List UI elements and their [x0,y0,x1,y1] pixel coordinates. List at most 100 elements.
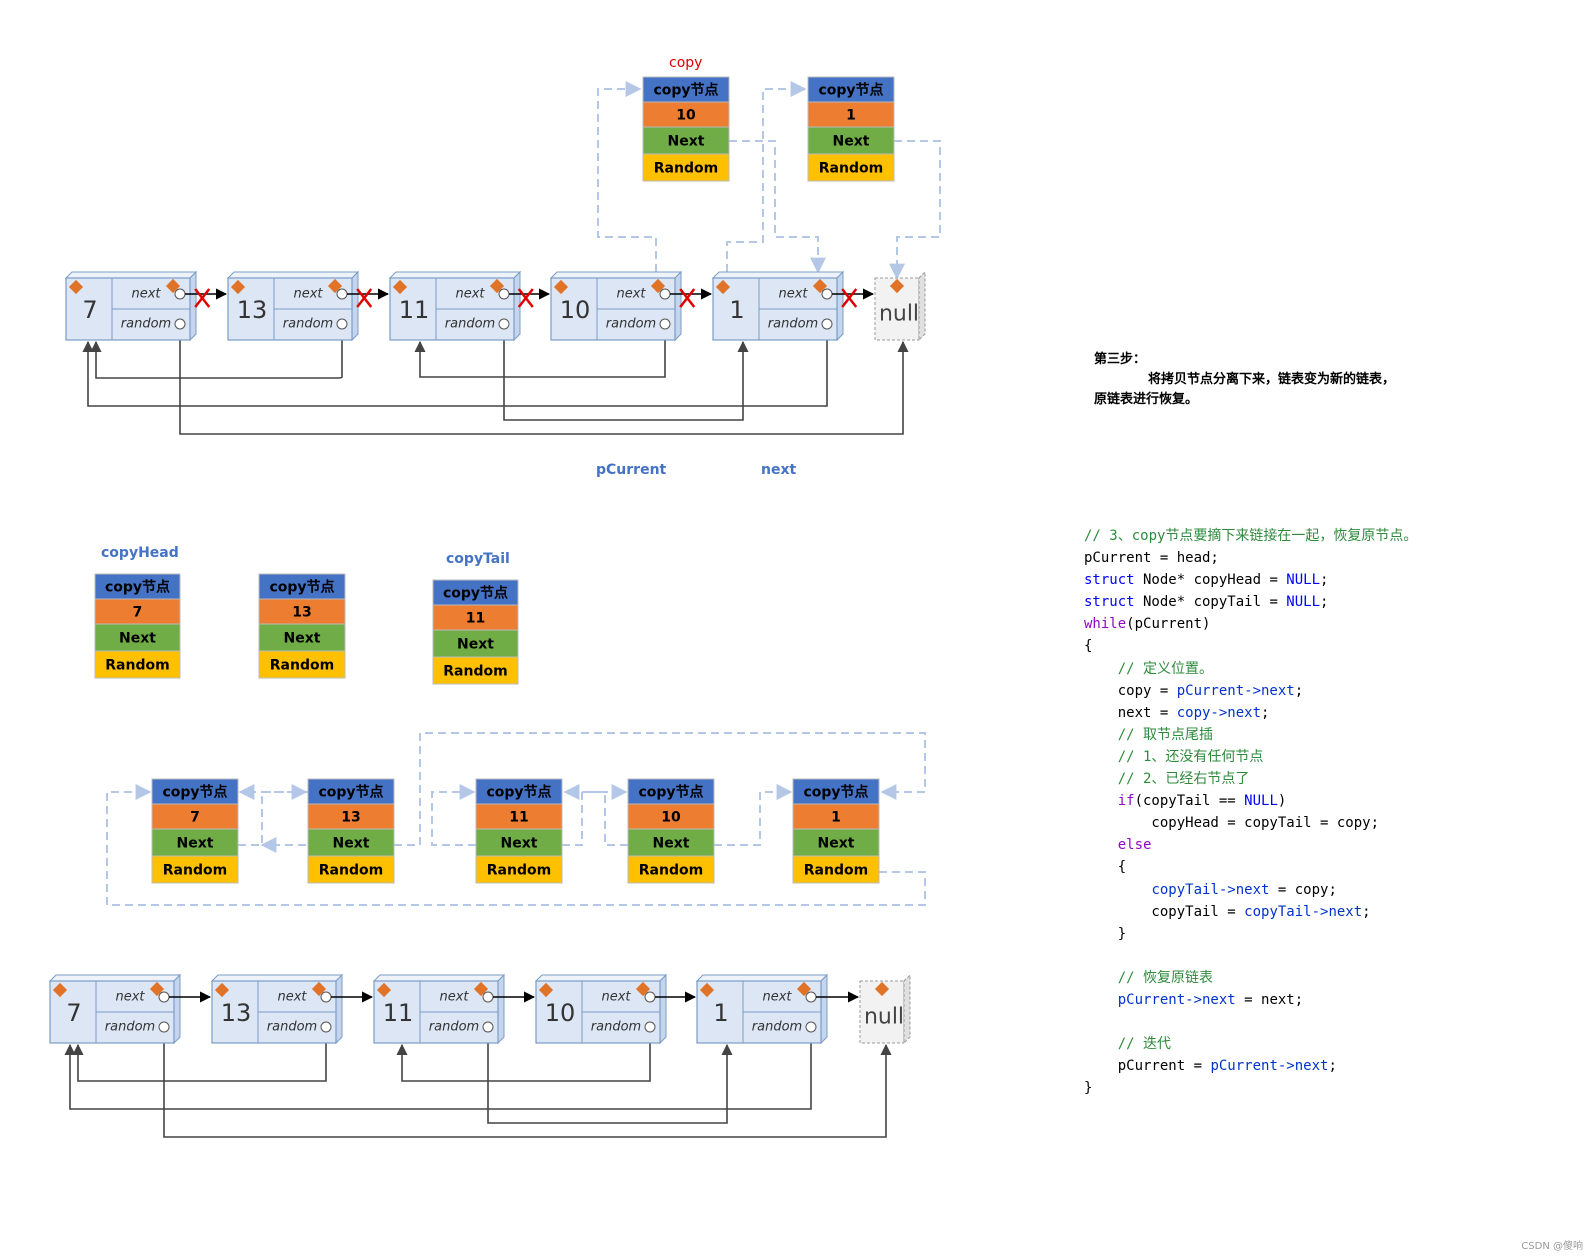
code-line: } [1084,1077,1417,1099]
card-header: copy节点 [269,579,334,596]
code-token: = next; [1235,991,1304,1008]
card-value: 7 [190,810,200,826]
random-pointer-port [644,1021,656,1033]
code-token [1084,882,1151,898]
card-next: Next [284,631,321,647]
diamond-icon [699,982,715,998]
card-value: 10 [661,810,681,826]
card-header-bg [151,778,239,805]
dashed-link [729,140,826,274]
random-arrow [90,329,343,379]
cut-stroke [679,288,696,308]
code-token: Node* copyHead = [1134,572,1287,589]
diamond-icon [214,982,230,998]
random-arrow [503,329,749,421]
card-random: Random [319,863,383,879]
diamond-icon [68,279,84,295]
random-arrow [163,1032,892,1138]
code-token: // 3、copy节点要摘下来链接在一起，恢复原节点。 [1084,528,1418,544]
random-pointer-port [174,318,186,330]
diamond-icon [812,278,828,294]
code-token: copy->next [1176,704,1262,721]
dashed-link [563,784,628,846]
card-header: copy节点 [803,784,868,801]
code-token: pCurrent->next [1117,991,1236,1008]
card-next-bg [475,828,563,857]
card-next-bg [627,828,715,857]
code-token: next = [1084,704,1177,721]
node-random-label: random [445,317,495,332]
diamond-icon [52,982,68,998]
null-text: null [879,302,919,327]
card-random: Random [654,161,718,177]
code-line: // 1、还没有任何节点 [1084,746,1417,768]
card-next: Next [818,836,855,852]
code-line: pCurrent->next = next; [1084,989,1417,1011]
card-header-bg [475,778,563,805]
code-token: (copyTail == [1134,793,1245,810]
code-token: { [1084,638,1093,655]
code-token: // 恢复原链表 [1117,969,1214,986]
card-next: Next [653,836,690,852]
card-value: 13 [292,605,311,621]
diamond-icon [311,981,327,997]
code-line [1084,945,1417,967]
code-token: pCurrent->next [1210,1058,1329,1075]
node-random-label: random [768,317,818,332]
node-next-label: next [455,287,485,302]
next-pointer-port [644,991,656,1003]
card-value: 10 [676,108,696,124]
random-arrow [487,1032,733,1124]
node-top-face [534,974,668,982]
code-line [1084,1011,1417,1033]
bottom-null-node: null [859,973,911,1045]
card-random-bg [151,855,239,884]
card-random-bg [642,153,730,182]
next-label: next [761,462,797,478]
code-line: // 取节点尾插 [1084,724,1417,746]
card-value: 11 [466,611,485,627]
code-token: { [1084,859,1127,876]
step-title: 第三步： [1094,352,1147,367]
code-line: copy = pCurrent->next; [1084,680,1417,702]
node-value: 13 [221,999,252,1027]
code-token: while [1084,616,1127,633]
code-token [1084,771,1118,787]
node-top-face [226,271,360,279]
card-random-bg [258,650,346,679]
card-next-bg [642,126,730,155]
node-next-label: next [439,990,469,1005]
cut-mark-icon [679,288,696,308]
code-token: NULL [1244,793,1278,810]
node-top-face [388,271,522,279]
code-token: = copy; [1269,881,1337,898]
card-random-bg [94,650,181,679]
copy-label: copy [669,55,703,71]
copy-node-cards: copy节点10NextRandomcopy节点1NextRandomcopy节… [94,76,895,884]
card-random: Random [105,658,169,674]
card-header-bg [642,76,730,103]
code-line: { [1084,635,1417,657]
card-header: copy节点 [105,579,170,596]
cut-stroke [356,288,373,308]
code-line: { [1084,856,1417,878]
node-value: 1 [729,296,744,324]
card-random-bg [307,855,395,884]
card-random: Random [270,658,334,674]
step-line-1: 将拷贝节点分离下来，链表变为新的链表， [1148,372,1396,387]
node-side-face [497,973,505,1045]
dashed-link [714,784,793,846]
code-token: // 定义位置。 [1117,660,1214,677]
diamond-icon [650,278,666,294]
card-header-bg [258,573,346,600]
code-token: NULL [1286,594,1321,611]
node-next-label: next [131,287,161,302]
code-token: ) [1277,793,1287,810]
